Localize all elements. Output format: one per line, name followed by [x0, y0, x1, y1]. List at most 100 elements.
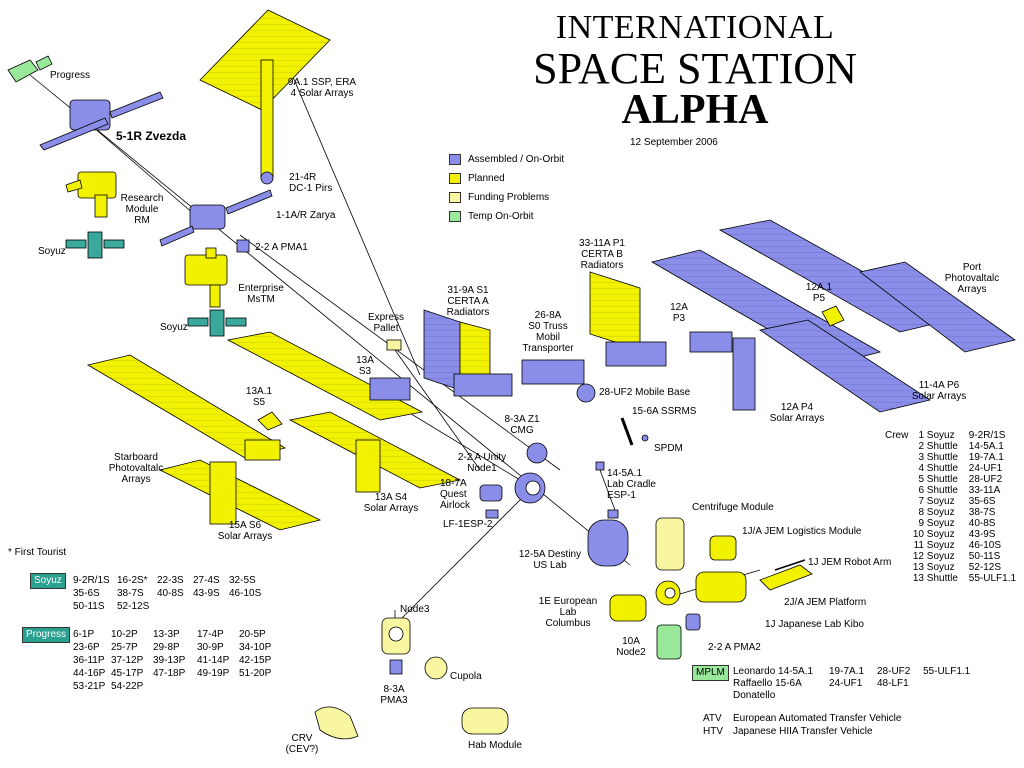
- label-port-1: Port: [962, 262, 982, 273]
- crew-number: 9: [918, 518, 924, 529]
- label-s0-4: Transporter: [522, 343, 574, 354]
- crew-flight: 38-7S: [968, 507, 996, 518]
- label-starboard-2: Photovaltalc: [108, 463, 164, 474]
- crew-vehicle: Shuttle: [926, 485, 958, 496]
- s3-art: [369, 377, 411, 401]
- label-pma3-1: 8-3A: [383, 684, 405, 695]
- soyuz-flight: 16-2S*: [117, 575, 148, 586]
- mplm-flight: Leonardo 14-5A.1: [733, 666, 814, 677]
- title-line1: INTERNATIONAL: [555, 9, 835, 46]
- progress-vehicle-art: [7, 55, 53, 83]
- label-zvezda: 5-1R Zvezda: [116, 129, 187, 143]
- research-module-art: [65, 171, 117, 218]
- quest-art: [479, 484, 503, 519]
- crew-number: 13: [912, 573, 924, 584]
- crew-flight: 33-11A: [968, 485, 1001, 496]
- label-pirs-2: DC-1 Pirs: [289, 183, 333, 194]
- label-soyuz-2: Soyuz: [160, 322, 188, 333]
- soyuz-flight: 38-7S: [117, 588, 144, 599]
- progress-flight: 23-6P: [73, 642, 100, 653]
- progress-flight: 30-9P: [197, 642, 224, 653]
- progress-flight: 51-20P: [239, 668, 272, 679]
- label-s4-1: 13A S4: [374, 492, 408, 503]
- crew-vehicle: Shuttle: [926, 573, 958, 584]
- crew-number: 6: [918, 485, 924, 496]
- soyuz2-art: [187, 309, 247, 337]
- label-rm-1: Research: [120, 193, 164, 204]
- progress-flight: 17-4P: [197, 629, 224, 640]
- label-columbus-3: Columbus: [545, 618, 591, 629]
- crew-number: 8: [918, 507, 924, 518]
- crew-flight: 46-10S: [968, 540, 1002, 551]
- label-ssp-2: 4 Solar Arrays: [290, 88, 354, 99]
- crew-vehicle: Soyuz: [926, 430, 955, 441]
- acronym-desc: European Automated Transfer Vehicle: [733, 713, 902, 724]
- mplm-flight: 28-UF2: [877, 666, 911, 677]
- mplm-flight: Raffaello 15-6A: [733, 678, 802, 689]
- label-rm-2: Module: [125, 204, 159, 215]
- crew-number: 13: [912, 562, 924, 573]
- crew-number: 2: [918, 441, 924, 452]
- legend-temp: Temp On-Orbit: [449, 210, 534, 222]
- label-s5-1: 13A.1: [245, 386, 273, 397]
- soyuz-flight: 40-8S: [157, 588, 184, 599]
- express-pallet-art: [386, 339, 402, 351]
- acronym-abbr: HTV: [703, 726, 723, 737]
- label-columbus-2: Lab: [559, 607, 577, 618]
- crew-vehicle: Soyuz: [926, 551, 955, 562]
- label-cradle-3: ESP-1: [607, 490, 636, 501]
- hab-module-art: [461, 707, 509, 735]
- label-port-3: Arrays: [957, 284, 987, 295]
- ssrms-art: [620, 417, 634, 446]
- crew-number: 11: [913, 540, 924, 551]
- label-s0-1: 26-8A: [534, 310, 562, 321]
- label-starboard-1: Starboard: [114, 452, 158, 463]
- zarya-art: [159, 189, 273, 247]
- soyuz-flight: 27-4S: [193, 575, 220, 586]
- mplm-flight: 19-7A.1: [829, 666, 865, 677]
- soyuz-flight: 22-3S: [157, 575, 184, 586]
- crew-vehicle: Soyuz: [926, 529, 955, 540]
- label-pma3-2: PMA3: [380, 695, 408, 706]
- centrifuge-art: [655, 517, 685, 571]
- progress-flight: 37-12P: [111, 655, 144, 666]
- label-zarya: 1-1A/R Zarya: [276, 210, 336, 221]
- legend-label: Planned: [468, 172, 505, 184]
- label-s1-2: CERTA A: [447, 296, 489, 307]
- label-ssp-1: 9A.1 SSP, ERA: [287, 77, 357, 88]
- crew-flight: 40-8S: [968, 518, 996, 529]
- label-cradle-2: Lab Cradle: [607, 479, 656, 490]
- label-s1-1: 31-9A S1: [447, 285, 489, 296]
- soyuz-tag: Soyuz: [30, 573, 66, 589]
- crew-vehicle: Soyuz: [926, 496, 955, 507]
- label-destiny-1: 12-5A Destiny: [518, 549, 582, 560]
- progress-flight: 44-16P: [73, 668, 106, 679]
- progress-flight: 49-19P: [197, 668, 230, 679]
- label-s6-2: Solar Arrays: [217, 531, 273, 542]
- crew-vehicle: Shuttle: [926, 452, 958, 463]
- p3-art: [689, 331, 733, 353]
- label-s0-3: Mobil: [536, 332, 560, 343]
- label-pma2: 2-2 A PMA2: [708, 642, 761, 653]
- progress-flight: 45-17P: [111, 668, 144, 679]
- crew-flight: 19-7A.1: [968, 452, 1004, 463]
- jem-logistics-art: [709, 535, 737, 561]
- label-s6-1: 15A S6: [228, 520, 262, 531]
- label-p6-1: 11-4A P6: [918, 380, 960, 391]
- progress-flight: 53-21P: [73, 681, 106, 692]
- crew-flight: 43-9S: [968, 529, 996, 540]
- mplm-flight: 48-LF1: [877, 678, 909, 689]
- label-starboard-3: Arrays: [121, 474, 151, 485]
- label-jem-arm: 1J JEM Robot Arm: [808, 557, 892, 568]
- label-node2-2: Node2: [616, 647, 646, 658]
- s5-art: [257, 411, 283, 431]
- diagram-date: 12 September 2006: [630, 137, 718, 148]
- label-pirs-1: 21-4R: [289, 172, 317, 183]
